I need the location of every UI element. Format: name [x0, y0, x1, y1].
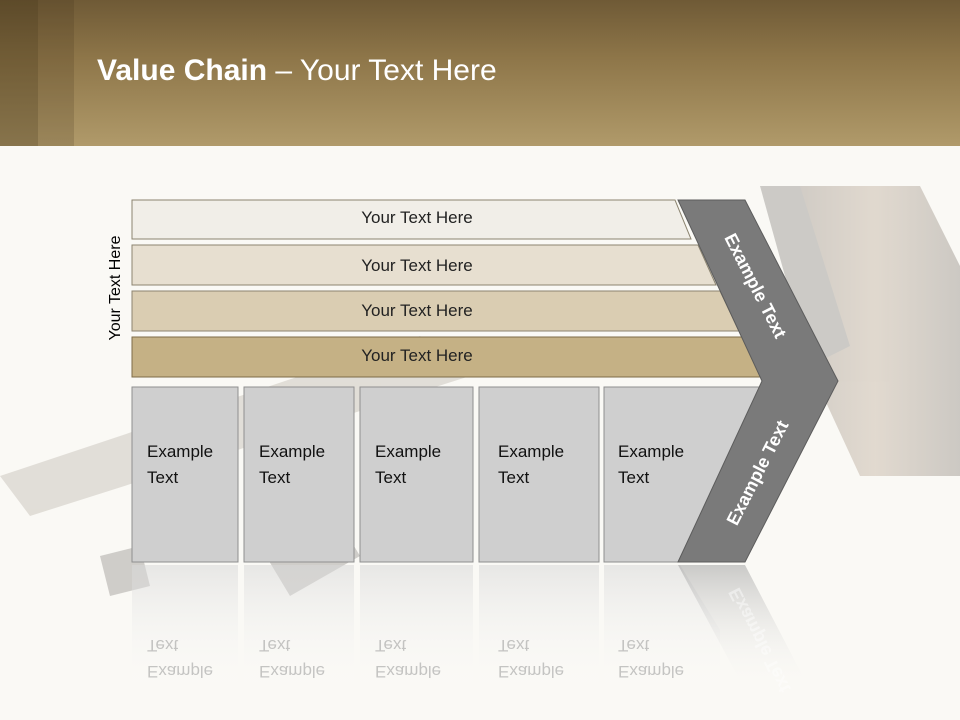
box-label-reflection: Example Text	[375, 632, 441, 684]
box-reflection	[604, 565, 720, 695]
slide-title: Value Chain – Your Text Here	[97, 54, 497, 88]
example-box	[478, 386, 600, 563]
box-label-line: Text	[259, 636, 291, 655]
box-label-line: Text	[147, 636, 179, 655]
header-stripe	[38, 0, 74, 146]
row-label: Your Text Here	[361, 256, 473, 275]
example-box	[243, 386, 355, 563]
box-reflection	[479, 565, 599, 695]
chevron-reflection	[678, 565, 810, 690]
box-label-line: Example	[259, 442, 326, 461]
box-label-line: Example	[618, 442, 685, 461]
box-label-reflection: Example Text	[259, 632, 325, 684]
box-label-line: Example	[147, 442, 214, 461]
row-bar	[131, 244, 717, 286]
box-reflection	[244, 565, 354, 695]
box-label-line: Text	[259, 468, 291, 487]
title-bar: Value Chain – Your Text Here	[0, 0, 960, 146]
box-label-line: Text	[147, 468, 179, 487]
row-label: Your Text Here	[361, 346, 473, 365]
row-label: Your Text Here	[361, 301, 473, 320]
chevron-arrow	[677, 199, 839, 563]
box-label-line: Text	[498, 636, 530, 655]
box-label-reflection: Example Text	[498, 632, 564, 684]
title-bold: Value Chain	[97, 54, 268, 87]
box-label-line: Example	[147, 662, 214, 681]
box-label-line: Example	[259, 662, 326, 681]
box-label-reflection: Example Text	[618, 632, 684, 684]
row-label: Your Text Here	[361, 208, 473, 227]
box-label-line: Example	[498, 442, 565, 461]
box-label-reflection: Example Text	[147, 632, 213, 684]
box-label-line: Example	[618, 662, 685, 681]
box-label-line: Example	[498, 662, 565, 681]
box-reflection	[132, 565, 238, 695]
example-box	[359, 386, 474, 563]
box-label-line: Text	[618, 636, 650, 655]
box-reflection	[360, 565, 473, 695]
header-stripe	[0, 0, 38, 146]
box-label-line: Text	[375, 636, 407, 655]
box-label-line: Text	[375, 468, 407, 487]
box-label-line: Example	[375, 442, 442, 461]
row-bar	[131, 199, 692, 240]
example-box	[131, 386, 239, 563]
box-label-line: Text	[618, 468, 650, 487]
box-label-line: Text	[498, 468, 530, 487]
title-rest: – Your Text Here	[267, 54, 497, 87]
box-label-line: Example	[375, 662, 442, 681]
